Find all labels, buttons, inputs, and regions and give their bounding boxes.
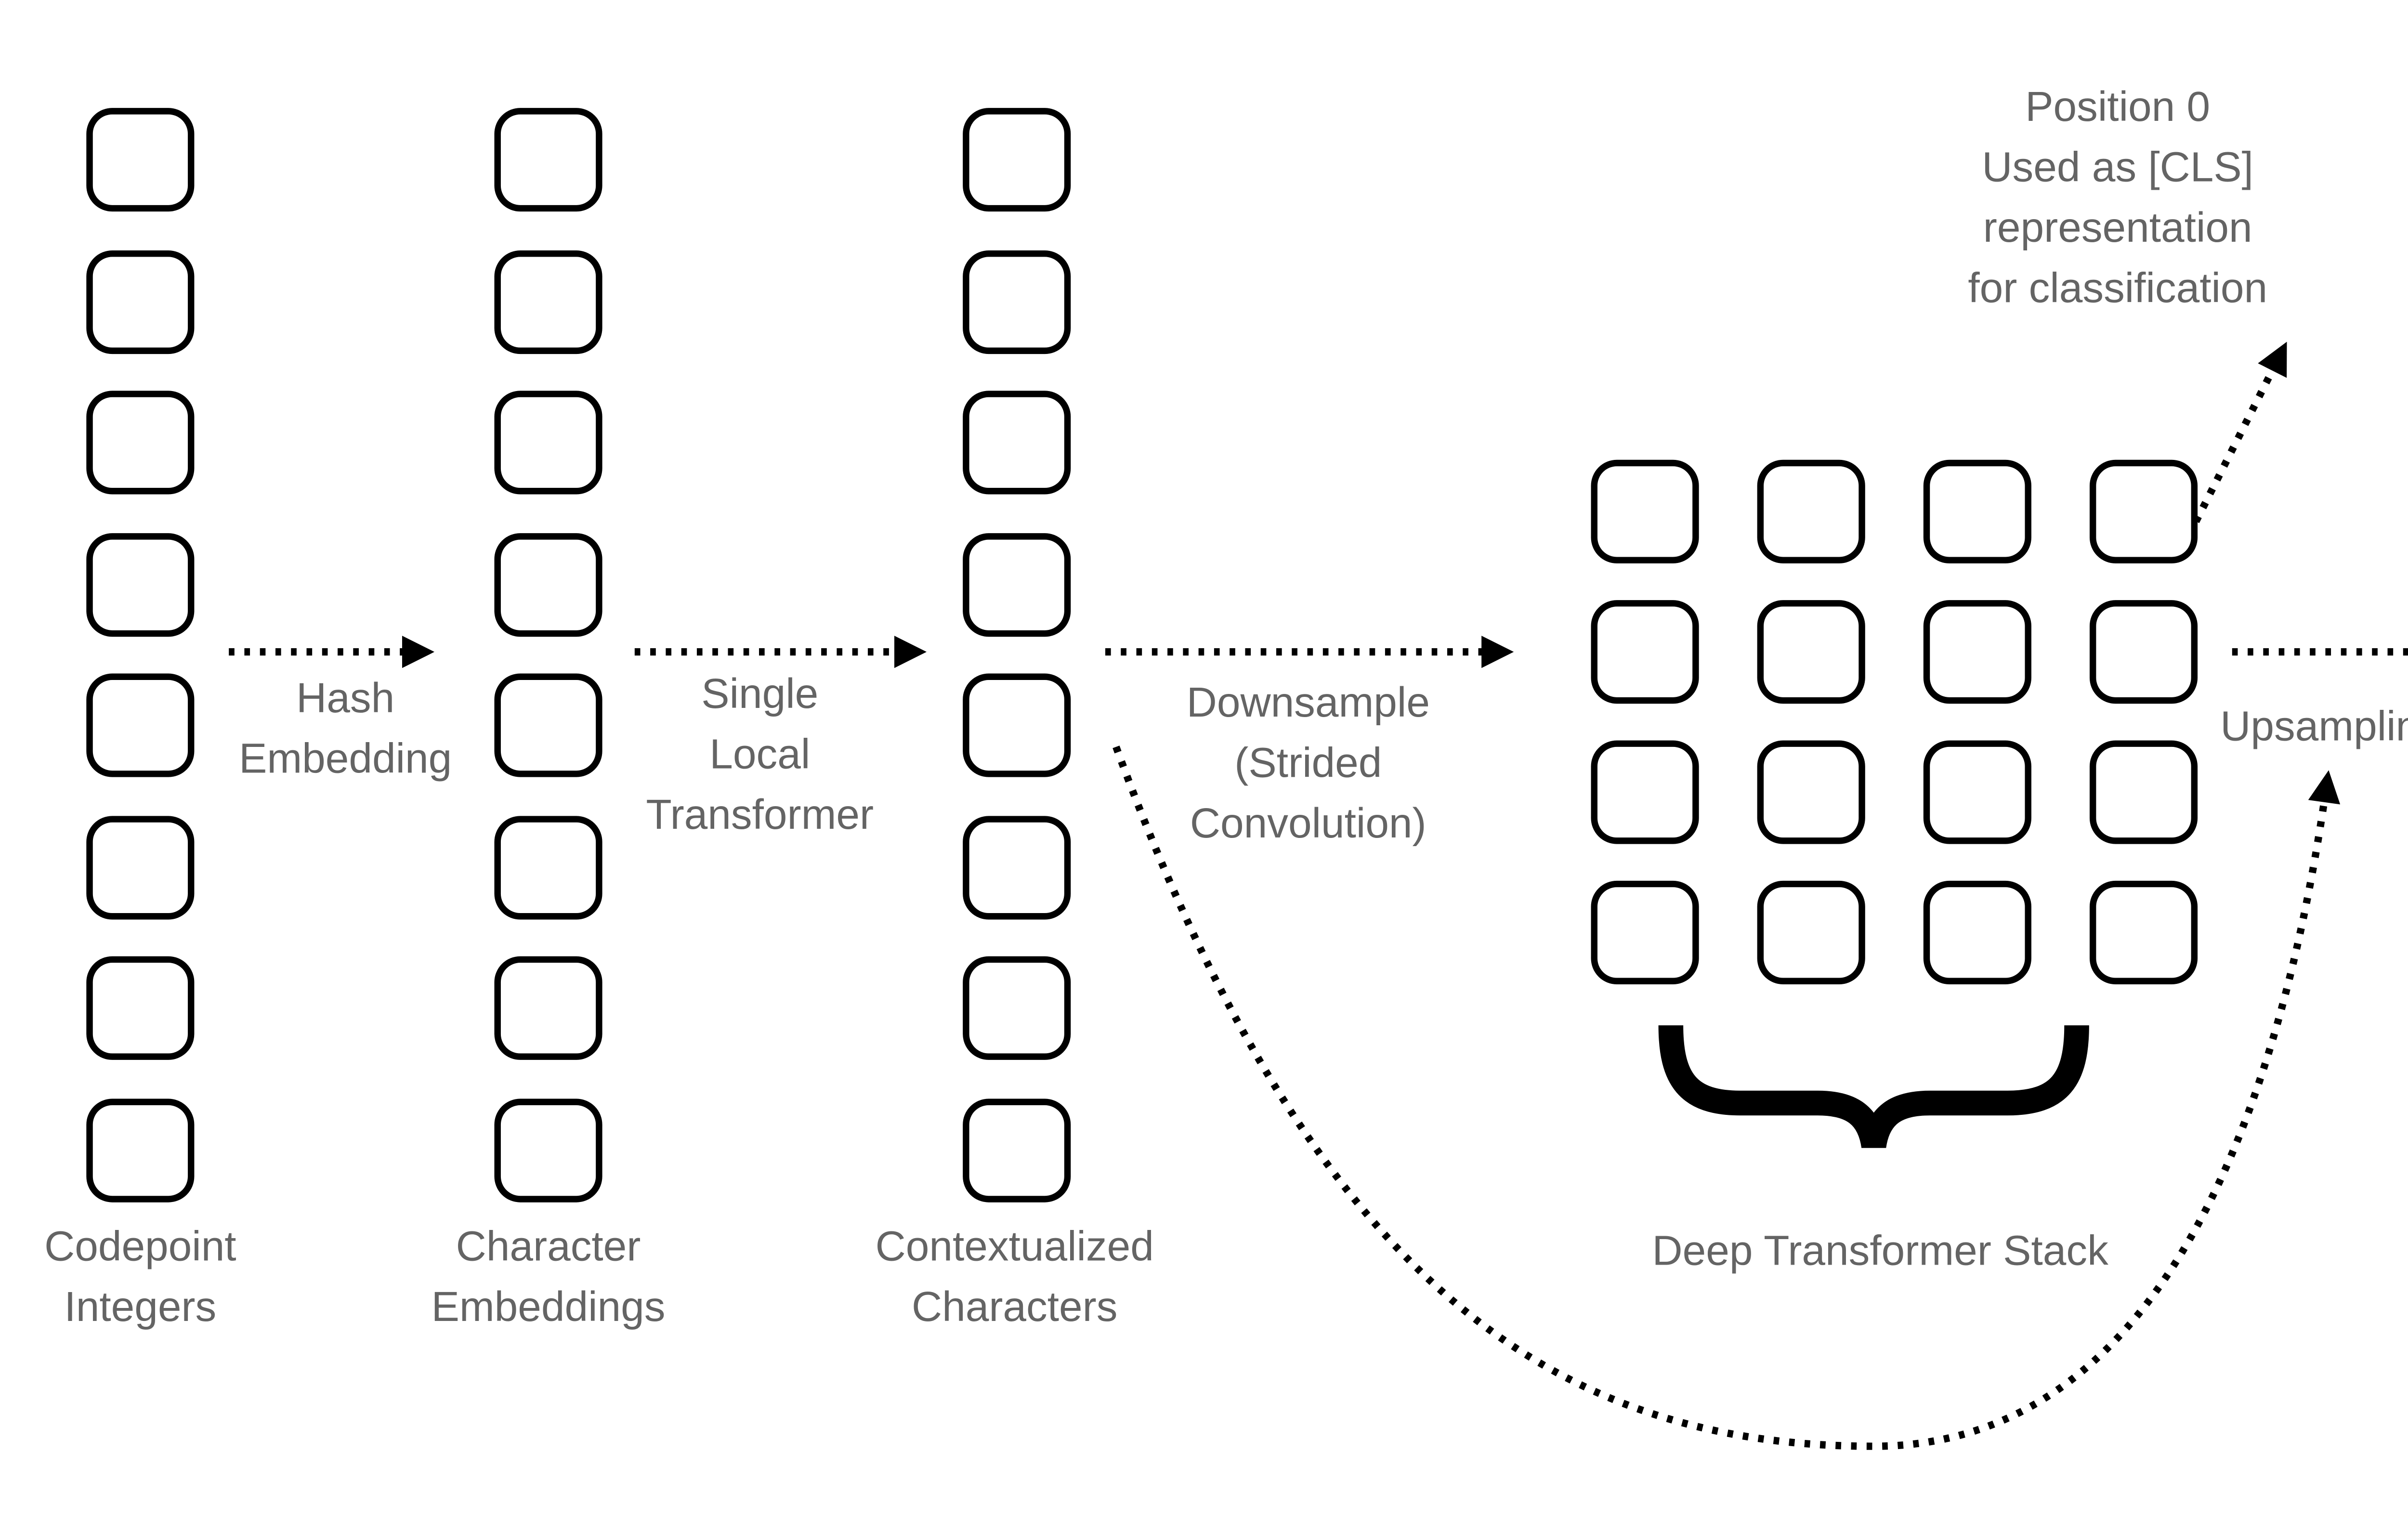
contextualized-character-box: [963, 532, 1071, 636]
downsampled-position-box: [1757, 740, 1865, 844]
character-embedding-box: [494, 391, 602, 495]
cls-position-arrow: [2186, 341, 2287, 537]
codepoint-box: [86, 673, 195, 777]
contextualized-characters-column: [963, 108, 1071, 1202]
contextualized-character-box: [963, 391, 1071, 495]
hash-embedding-label: Hash Embedding: [239, 675, 452, 784]
codepoint-box: [86, 391, 195, 495]
cls-position-note: Position 0 Used as [CLS] representation …: [1968, 84, 2268, 313]
downsampled-position-box: [1923, 600, 2031, 704]
downsample-label: Downsample (Strided Convolution): [1186, 680, 1430, 849]
upsampling-label: Upsampling: [2220, 704, 2408, 751]
character-embedding-box: [494, 1098, 602, 1202]
character-embedding-box: [494, 815, 602, 919]
contextualized-character-box: [963, 108, 1071, 212]
downsampled-position-box: [2089, 880, 2198, 984]
character-embeddings-column: [494, 108, 602, 1202]
skip-connection-upsampling-curve-arrow: [1112, 745, 2341, 1450]
character-embedding-box: [494, 532, 602, 636]
single-local-transformer-label: Single Local Transformer: [646, 671, 874, 840]
character-embedding-box: [494, 673, 602, 777]
downsampled-position-box: [2089, 600, 2198, 704]
downsampled-position-box: [1923, 740, 2031, 844]
downsampled-position-box: [1591, 880, 1699, 984]
underbrace: [1658, 1025, 2089, 1149]
codepoint-integers-label: Codepoint Integers: [44, 1224, 236, 1332]
contextualized-character-box: [963, 1098, 1071, 1202]
downsampled-position-box: [1591, 740, 1699, 844]
contextualized-character-box: [963, 815, 1071, 919]
codepoint-box: [86, 108, 195, 212]
character-embedding-box: [494, 956, 602, 1060]
character-embeddings-label: Character Embeddings: [431, 1224, 666, 1332]
contextualized-character-box: [963, 956, 1071, 1060]
deep-transformer-stack-label: Deep Transformer Stack: [1652, 1228, 2108, 1276]
codepoint-box: [86, 249, 195, 353]
downsampled-position-box: [2089, 459, 2198, 563]
downsampled-position-box: [1923, 880, 2031, 984]
codepoint-box: [86, 815, 195, 919]
codepoint-integers-column: [86, 108, 195, 1202]
downsampled-position-box: [1591, 600, 1699, 704]
downsampled-position-box: [2089, 740, 2198, 844]
codepoint-box: [86, 956, 195, 1060]
contextualized-characters-label: Contextualized Characters: [875, 1224, 1154, 1332]
character-embedding-box: [494, 249, 602, 353]
downsampled-position-box: [1591, 459, 1699, 563]
downsampled-position-box: [1757, 880, 1865, 984]
codepoint-box: [86, 1098, 195, 1202]
deep-transformer-stack-grid: [1591, 459, 2198, 984]
contextualized-character-box: [963, 249, 1071, 353]
downsampled-position-box: [1757, 459, 1865, 563]
codepoint-box: [86, 532, 195, 636]
downsampled-position-box: [1923, 459, 2031, 563]
contextualized-character-box: [963, 673, 1071, 777]
downsampled-position-box: [1757, 600, 1865, 704]
character-embedding-box: [494, 108, 602, 212]
